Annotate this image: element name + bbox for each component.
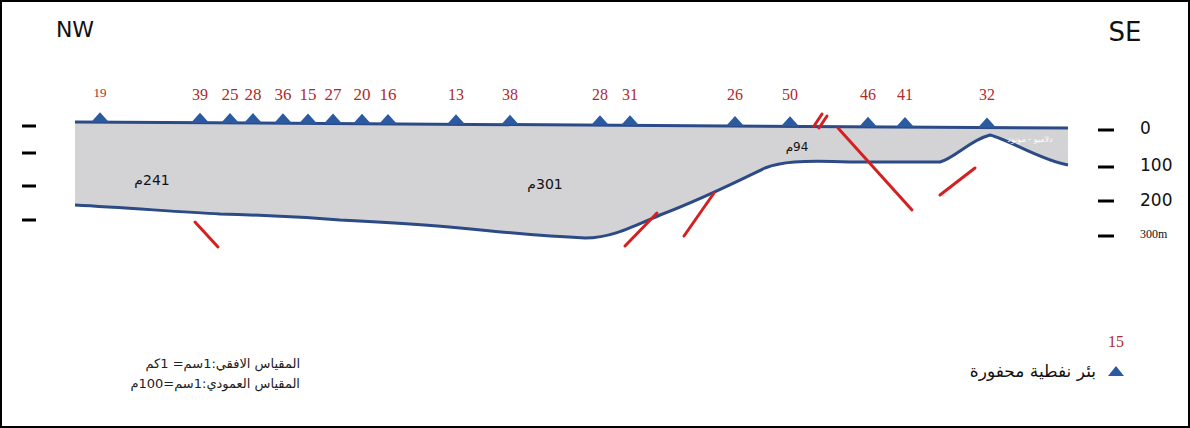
well-number: 15 bbox=[300, 86, 317, 105]
depth-label: 200 bbox=[1140, 191, 1172, 210]
thickness-label: 241م bbox=[134, 173, 169, 188]
fault bbox=[684, 193, 714, 236]
well-number: 39 bbox=[192, 86, 208, 104]
well-symbol bbox=[978, 118, 996, 128]
legend-number: 15 bbox=[1108, 333, 1124, 351]
well-symbol bbox=[221, 113, 239, 123]
scale-note: المقياس الافقي:1سم= 1كم bbox=[145, 357, 300, 371]
well-number: 36 bbox=[275, 86, 292, 105]
well-number: 50 bbox=[782, 86, 798, 104]
well-symbol bbox=[501, 115, 519, 125]
well-symbol bbox=[191, 113, 209, 123]
well-number: 32 bbox=[979, 86, 995, 104]
fault bbox=[940, 168, 975, 195]
direction-label: SE bbox=[1109, 18, 1142, 47]
well-symbol bbox=[781, 116, 799, 126]
well-symbol bbox=[726, 116, 744, 126]
fault bbox=[195, 222, 218, 247]
well-number: 27 bbox=[325, 86, 342, 105]
well-number: 20 bbox=[354, 86, 371, 105]
well-symbol bbox=[91, 112, 109, 122]
well-number: 13 bbox=[448, 86, 464, 104]
fault bbox=[838, 128, 912, 210]
thickness-label: 301م bbox=[527, 177, 562, 192]
depth-label: 300m bbox=[1140, 228, 1167, 241]
direction-label: NW bbox=[56, 18, 94, 42]
well-number: 28 bbox=[245, 86, 262, 105]
well-number: 38 bbox=[502, 86, 518, 104]
well-symbol bbox=[591, 115, 609, 125]
well-number: 41 bbox=[897, 86, 913, 104]
well-symbol bbox=[621, 115, 639, 125]
depth-label: 0 bbox=[1140, 119, 1151, 138]
scale-note: المقياس العمودي:1سم=100م bbox=[130, 377, 300, 391]
well-symbol bbox=[447, 114, 465, 124]
fault-mark bbox=[819, 116, 827, 128]
well-number: 26 bbox=[727, 86, 743, 104]
well-symbol bbox=[379, 114, 397, 124]
formation-note: دلاميو - موتود bbox=[1007, 136, 1052, 145]
well-number: 28 bbox=[592, 86, 608, 104]
well-symbols bbox=[91, 112, 996, 127]
fault-lines bbox=[195, 114, 975, 247]
depth-label: 100 bbox=[1140, 156, 1172, 175]
thickness-label: 94م bbox=[786, 141, 809, 154]
well-legend-symbol bbox=[1108, 366, 1124, 376]
well-symbol bbox=[299, 113, 317, 123]
depth-ticks bbox=[22, 126, 1114, 236]
fault bbox=[625, 213, 657, 246]
well-number: 19 bbox=[94, 86, 107, 100]
legend-text: بئر نفطية محفورة bbox=[970, 362, 1096, 381]
well-symbol bbox=[896, 117, 914, 127]
well-symbol bbox=[244, 113, 262, 123]
formation-fill bbox=[75, 122, 1068, 238]
well-symbol bbox=[859, 117, 877, 127]
well-number: 16 bbox=[380, 86, 397, 105]
well-number: 25 bbox=[222, 86, 239, 105]
well-number: 31 bbox=[622, 86, 638, 104]
well-symbol bbox=[353, 114, 371, 124]
well-number: 46 bbox=[860, 86, 876, 104]
formation-base bbox=[75, 135, 1068, 238]
well-symbol bbox=[274, 113, 292, 123]
well-symbol bbox=[324, 114, 342, 124]
